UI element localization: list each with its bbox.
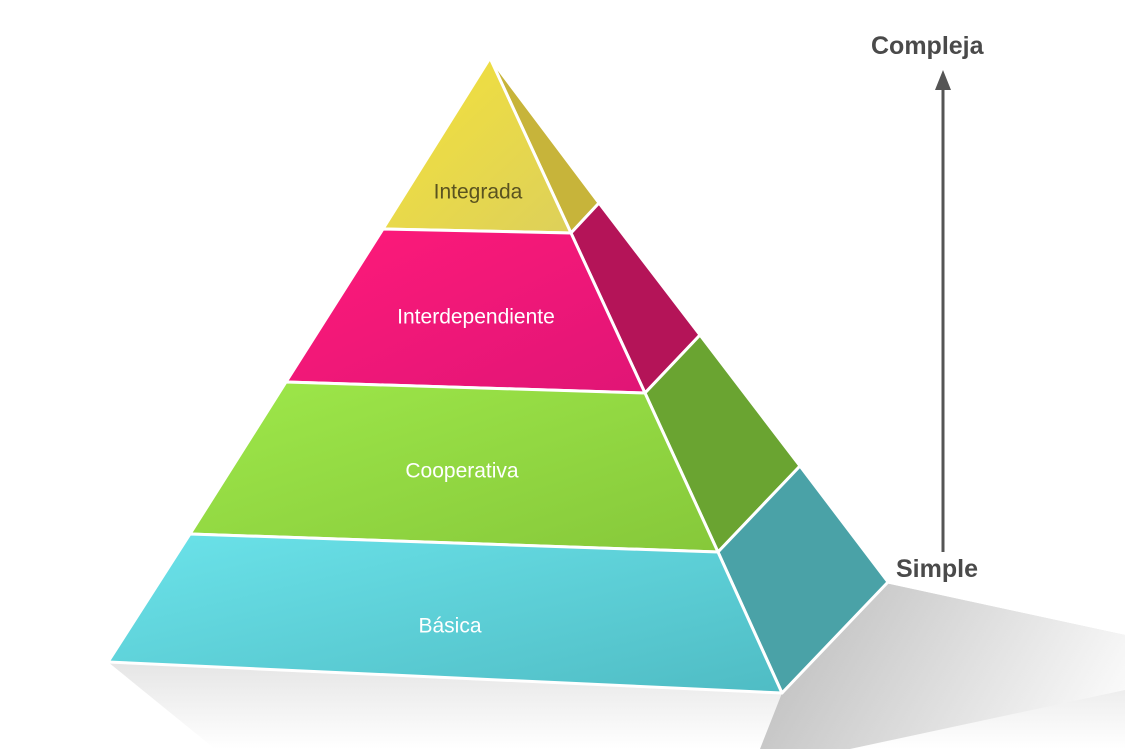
level-label-basica: Básica bbox=[418, 615, 481, 638]
level-label-cooperativa: Cooperativa bbox=[405, 460, 519, 483]
axis-label-bottom: Simple bbox=[896, 555, 978, 583]
pyramid-level-basica bbox=[106, 532, 784, 695]
level-label-interdependiente: Interdependiente bbox=[397, 306, 555, 329]
level-label-integrada: Integrada bbox=[434, 181, 523, 204]
floor-shadow-side bbox=[760, 583, 1125, 749]
axis-label-top: Compleja bbox=[871, 32, 985, 60]
arrow-up-icon bbox=[935, 70, 951, 90]
